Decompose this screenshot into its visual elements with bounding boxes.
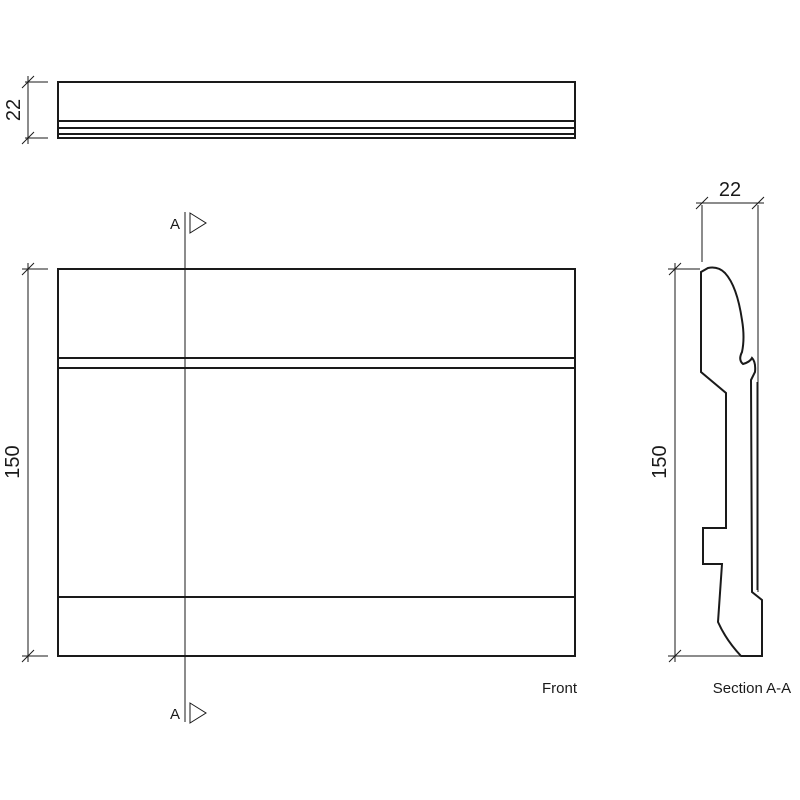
front-view	[57, 268, 576, 657]
dimension-tick	[668, 262, 682, 276]
section-cut-line: A A	[170, 212, 207, 724]
top-view	[57, 81, 576, 139]
section-marker-label-bottom: A	[170, 706, 180, 723]
top-view-dimension-label: 22	[3, 99, 25, 121]
section-view-caption: Section A-A	[713, 680, 791, 697]
front-view-outline	[57, 268, 576, 657]
section-width-dimension-label: 22	[719, 179, 741, 201]
front-view-caption: Front	[542, 680, 578, 697]
top-view-outline	[57, 81, 576, 139]
top-view-dimension: 22	[3, 75, 48, 145]
dimension-tick	[21, 262, 35, 276]
section-height-dimension-label: 150	[649, 445, 671, 478]
dimension-tick	[668, 649, 682, 663]
section-width-dimension: 22	[695, 179, 765, 592]
section-marker-label-top: A	[170, 216, 180, 233]
front-view-dimension-label: 150	[2, 445, 24, 478]
section-height-dimension: 150	[649, 262, 740, 663]
dimension-tick	[751, 196, 765, 210]
dimension-tick	[21, 131, 35, 145]
dimension-tick	[695, 196, 709, 210]
section-profile	[700, 266, 763, 657]
section-view	[700, 266, 763, 657]
section-arrow-top	[189, 212, 207, 234]
dimension-tick	[21, 649, 35, 663]
section-arrow-bottom	[189, 702, 207, 724]
dimension-tick	[21, 75, 35, 89]
front-view-dimension: 150	[2, 262, 48, 663]
